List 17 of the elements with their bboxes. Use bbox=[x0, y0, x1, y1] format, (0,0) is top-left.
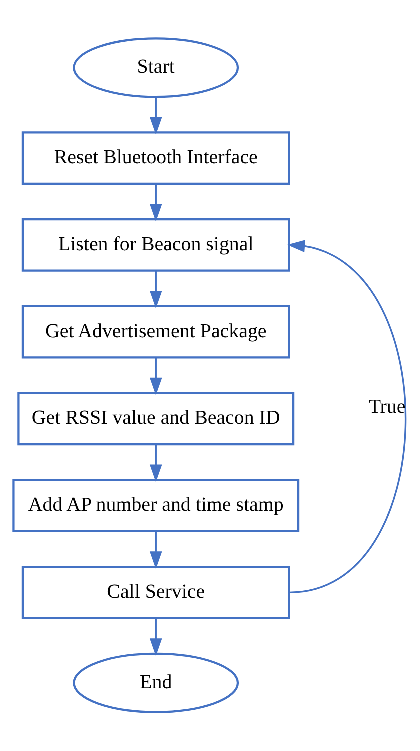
node-box: Get RSSI value and Beacon ID bbox=[18, 392, 295, 446]
arrow bbox=[150, 358, 162, 396]
node-box: Reset Bluetooth Interface bbox=[22, 132, 290, 186]
node-box: Add AP number and time stamp bbox=[12, 479, 300, 532]
arrow bbox=[150, 270, 162, 309]
arrow bbox=[287, 240, 406, 594]
node-ellipse: End bbox=[73, 652, 240, 714]
arrow bbox=[150, 444, 162, 482]
arrow bbox=[150, 184, 162, 222]
node-box: Listen for Beacon signal bbox=[22, 218, 290, 272]
arrow bbox=[150, 532, 162, 570]
node-ellipse: Start bbox=[73, 38, 240, 98]
node-box: Get Advertisement Package bbox=[22, 305, 290, 359]
arrow bbox=[150, 98, 162, 135]
node-box: Call Service bbox=[22, 566, 290, 620]
arrow bbox=[150, 618, 162, 656]
edge-label: True bbox=[368, 396, 406, 418]
